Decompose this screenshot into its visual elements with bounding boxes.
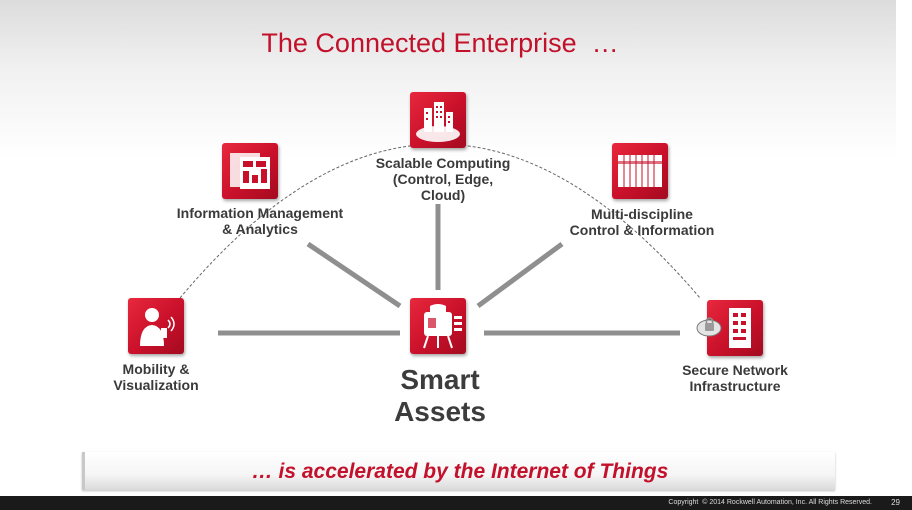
information-management-label: Information Management & Analytics <box>176 205 344 237</box>
mobility-node <box>128 298 184 354</box>
tagline-banner: … is accelerated by the Internet of Thin… <box>82 452 835 490</box>
padlock-icon <box>696 317 722 337</box>
information-management-node <box>222 143 278 199</box>
copyright-text: Copyright © 2014 Rockwell Automation, In… <box>668 499 872 506</box>
scalable-computing-label: Scalable Computing (Control, Edge, Cloud… <box>375 155 511 203</box>
connector-multi-discipline <box>476 241 564 309</box>
tagline-text: … is accelerated by the Internet of Thin… <box>251 460 669 483</box>
footer-bar: Copyright © 2014 Rockwell Automation, In… <box>0 496 912 510</box>
multi-discipline-label: Multi-discipline Control & Information <box>569 206 715 238</box>
smart-assets-node <box>410 298 466 354</box>
slide-title: The Connected Enterprise … <box>261 28 619 58</box>
page-number: 29 <box>891 498 900 507</box>
slide-edge <box>896 0 912 496</box>
mobility-label: Mobility & Visualization <box>113 361 199 393</box>
cloud-buildings-icon <box>416 102 460 142</box>
analytics-screens-icon <box>230 153 270 189</box>
connector-information-management <box>306 241 402 309</box>
scalable-computing-node <box>410 92 466 148</box>
slide: The Connected Enterprise … Scalab <box>0 0 912 496</box>
secure-network-label: Secure Network Infrastructure <box>682 362 788 394</box>
multi-discipline-node <box>612 143 668 199</box>
smart-assets-title: Smart Assets <box>394 364 486 427</box>
mobile-worker-icon <box>140 308 175 346</box>
controller-rack-icon <box>618 155 662 187</box>
smart-machine-icon <box>423 304 462 349</box>
network-switch-icon <box>729 308 751 348</box>
